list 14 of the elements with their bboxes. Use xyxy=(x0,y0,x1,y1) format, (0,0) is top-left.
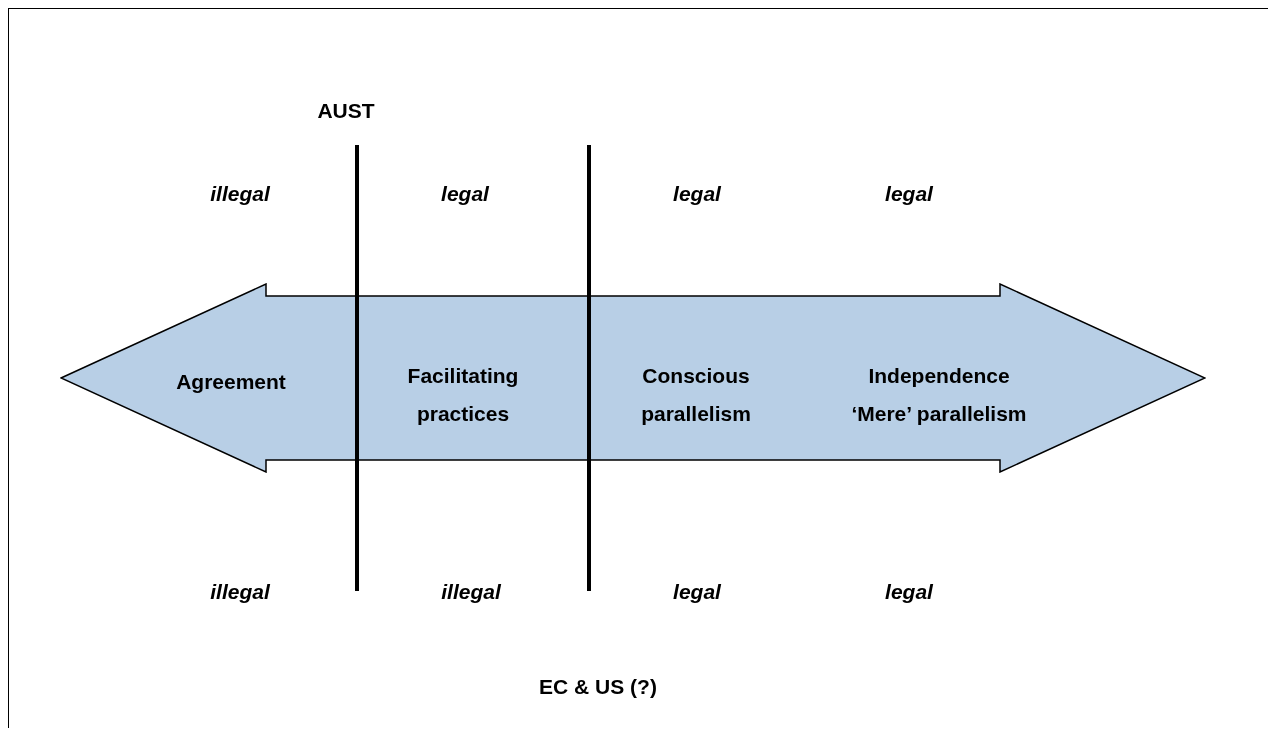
stage-label: Agreement xyxy=(175,369,287,395)
legality-label: legal xyxy=(673,182,721,206)
jurisdiction-label: EC & US (?) xyxy=(539,675,657,699)
stage-label: Conscious parallelism xyxy=(640,363,752,427)
legality-label: legal xyxy=(885,580,933,604)
legality-label: legal xyxy=(441,182,489,206)
legality-label: legal xyxy=(673,580,721,604)
stage-label: Facilitating practices xyxy=(406,363,520,427)
jurisdiction-label: AUST xyxy=(317,99,375,123)
legality-label: illegal xyxy=(441,580,501,604)
stage-label: Independence ‘Mere’ parallelism xyxy=(850,363,1028,427)
legality-label: illegal xyxy=(210,182,270,206)
legality-label: legal xyxy=(885,182,933,206)
legality-label: illegal xyxy=(210,580,270,604)
